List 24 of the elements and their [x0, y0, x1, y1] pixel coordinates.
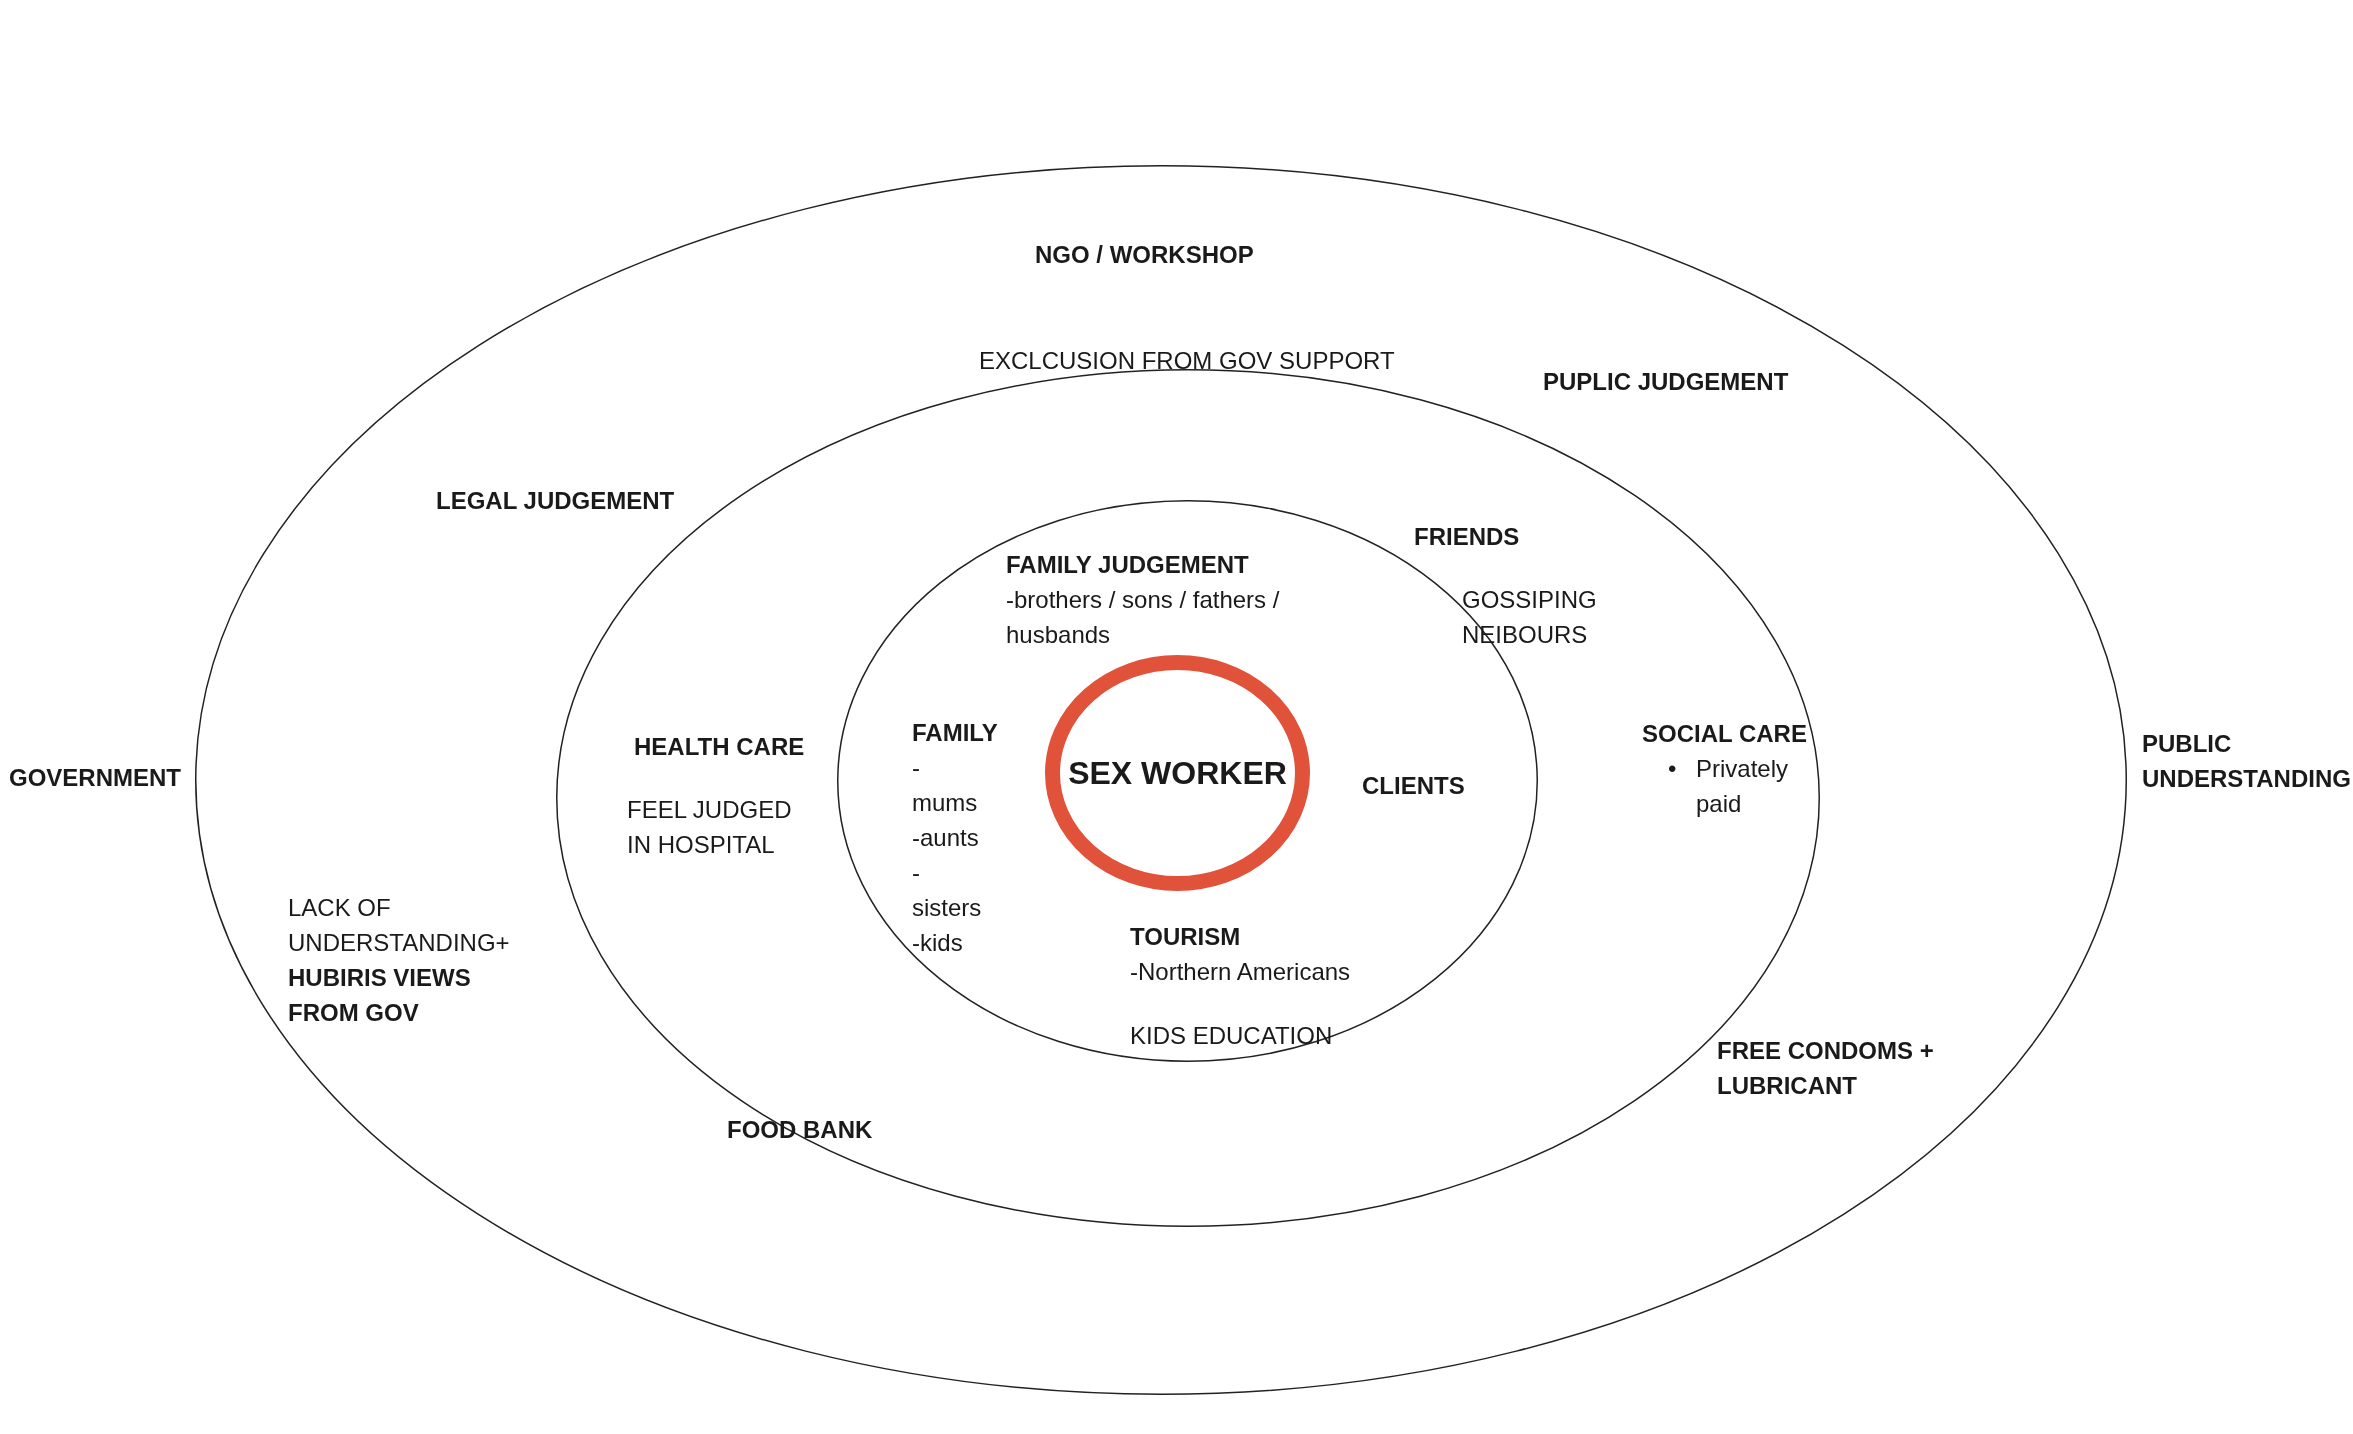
note-text: Privately paid — [1696, 754, 1790, 819]
heading-text: FAMILY JUDGEMENT — [1006, 550, 1249, 580]
note-text: KIDS EDUCATION — [1130, 1021, 1333, 1051]
heading-text: CLIENTS — [1362, 771, 1465, 801]
heading-text: FREE CONDOMS + LUBRICANT — [1717, 1036, 1935, 1101]
heading-text: NGO / WORKSHOP — [1035, 240, 1254, 270]
heading-text: FAMILY — [912, 718, 998, 748]
heading-text: FRIENDS — [1414, 522, 1520, 552]
heading-text: HEALTH CARE — [634, 732, 805, 762]
center-label: SEX WORKER — [1068, 754, 1287, 792]
heading-text: FOOD BANK — [727, 1115, 873, 1145]
heading-text: PUPLIC JUDGEMENT — [1543, 367, 1789, 397]
heading-text: SOCIAL CARE — [1642, 719, 1807, 749]
list-text: -mums -aunts -sisters -kids — [912, 753, 982, 958]
heading-text: GOVERNMENT — [9, 763, 181, 793]
list-text: -brothers / sons / fathers / husbands — [1006, 585, 1281, 650]
heading-text: TOURISM — [1130, 922, 1241, 952]
note-text: LACK OF UNDERSTANDING+ HUBIRIS VIEWS FROM GOV — [288, 893, 511, 1028]
heading-text: LEGAL JUDGEMENT — [436, 486, 675, 516]
heading-text: PUBLIC UNDERSTANDING — [2142, 729, 2352, 794]
list-text: -Northern Americans — [1130, 957, 1351, 987]
bullet-icon: • — [1668, 751, 1677, 786]
note-text: FEEL JUDGED IN HOSPITAL — [627, 795, 793, 860]
note-text: EXCLCUSION FROM GOV SUPPORT — [979, 346, 1395, 376]
